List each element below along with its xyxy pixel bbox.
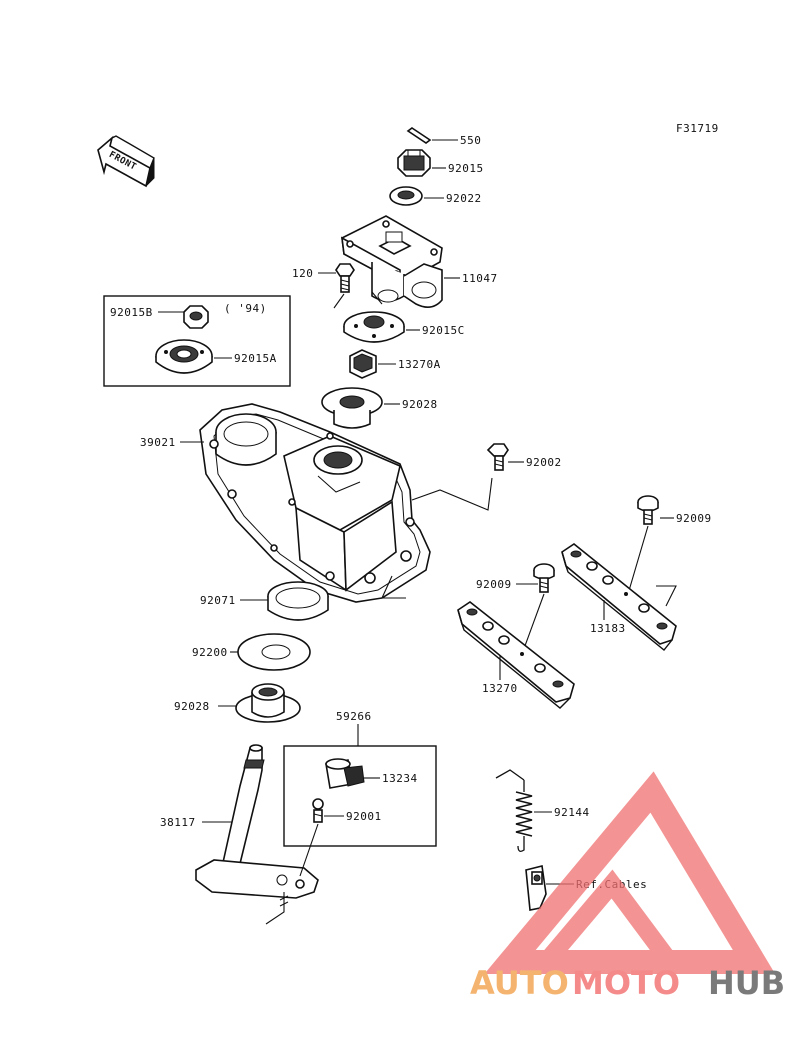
label-59266: 59266 <box>336 710 372 723</box>
label-11047: 11047 <box>462 272 498 285</box>
inset-year: ( '94) <box>224 302 267 315</box>
cable-bracket <box>525 865 547 911</box>
screw-92009-right <box>637 495 659 525</box>
label-13270: 13270 <box>482 682 518 695</box>
housing-39021 <box>199 403 431 603</box>
label-92200: 92200 <box>192 646 228 659</box>
bolt-92002 <box>486 443 509 471</box>
plate-92015A <box>155 339 213 374</box>
label-92071: 92071 <box>200 594 236 607</box>
label-13234: 13234 <box>382 772 418 785</box>
bolt-120 <box>335 263 355 293</box>
washer-92200 <box>237 633 311 671</box>
spring-92144 <box>495 769 533 852</box>
label-92015B: 92015B <box>110 306 153 319</box>
label-92028-bottom: 92028 <box>174 700 210 713</box>
label-13270A: 13270A <box>398 358 441 371</box>
nut-92015B <box>183 305 209 329</box>
plate-13183 <box>561 543 677 651</box>
nut-plate-92015C <box>343 311 405 343</box>
bushing-92028-top <box>321 387 383 429</box>
plate-13270 <box>457 601 575 709</box>
washer-92022 <box>389 186 423 206</box>
castle-nut-92015 <box>397 149 431 177</box>
label-92009-right: 92009 <box>676 512 712 525</box>
shaft-38117 <box>195 744 319 899</box>
label-92015C: 92015C <box>422 324 465 337</box>
front-arrow-icon <box>97 135 155 188</box>
label-13183: 13183 <box>590 622 626 635</box>
inset-box-94 <box>103 295 291 387</box>
label-92015: 92015 <box>448 162 484 175</box>
bushing-92028-bottom <box>235 683 301 723</box>
label-92022: 92022 <box>446 192 482 205</box>
label-120: 120 <box>292 267 313 280</box>
bracket-11047 <box>341 215 443 308</box>
label-92009-left: 92009 <box>476 578 512 591</box>
label-38117: 38117 <box>160 816 196 829</box>
label-92144: 92144 <box>554 806 590 819</box>
watermark-logo <box>484 771 776 974</box>
clip-13270A <box>349 349 377 379</box>
label-550: 550 <box>460 134 481 147</box>
screw-92009-left <box>533 563 555 593</box>
figure-code: F31719 <box>676 122 719 135</box>
watermark-moto: MOTO <box>572 964 680 1002</box>
label-92002: 92002 <box>526 456 562 469</box>
cotter-pin-550 <box>406 127 432 144</box>
watermark-hub: HUB <box>708 964 785 1002</box>
seal-92071 <box>267 581 329 621</box>
label-92001: 92001 <box>346 810 382 823</box>
label-92015A: 92015A <box>234 352 277 365</box>
watermark-auto: AUTO <box>470 964 569 1002</box>
label-39021: 39021 <box>140 436 176 449</box>
inset-box-59266 <box>283 745 437 847</box>
label-92028-top: 92028 <box>402 398 438 411</box>
cap-13234 <box>325 758 365 789</box>
ball-joint-92001 <box>312 798 324 823</box>
